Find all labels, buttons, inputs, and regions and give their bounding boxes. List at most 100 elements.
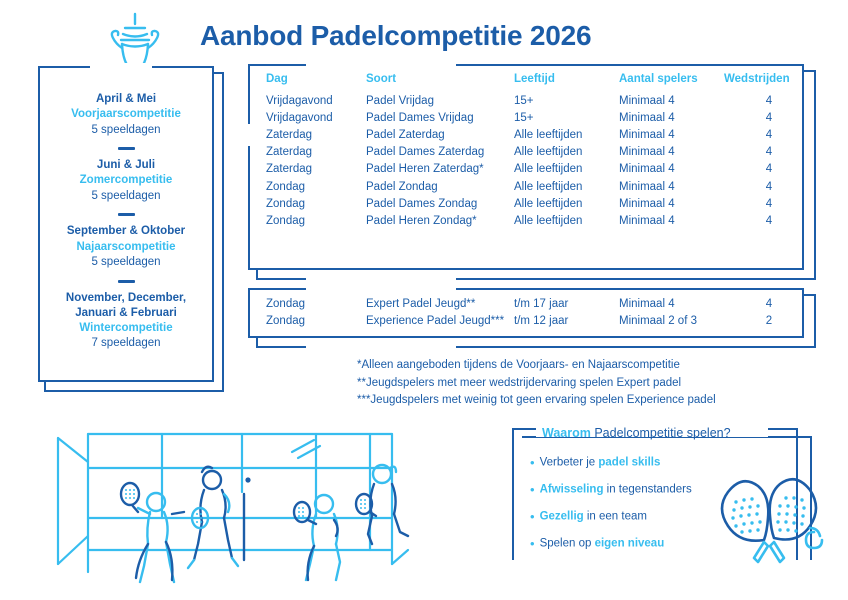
padel-court-illustration xyxy=(52,432,412,592)
bullet-icon: • xyxy=(530,455,535,470)
season-name: Wintercompetitie xyxy=(79,321,173,334)
cell-soort: Padel Dames Zaterdag xyxy=(366,146,485,159)
season-block: November, December, Januari & Februari W… xyxy=(48,291,204,352)
table-row: Vrijdagavond Padel Vrijdag 15+ Minimaal … xyxy=(266,92,814,109)
why-frame-outer xyxy=(522,436,812,560)
cell-spelers: Minimaal 4 xyxy=(619,128,675,141)
table-header-row: Dag Soort Leeftijd Aantal spelers Wedstr… xyxy=(266,73,814,92)
cell-wedstrijden: 4 xyxy=(765,180,773,193)
season-days: 5 speeldagen xyxy=(91,123,161,136)
season-name: Najaarscompetitie xyxy=(76,240,176,253)
table-frame-inner xyxy=(248,64,804,270)
sidebar-top-notch xyxy=(90,63,152,70)
cell-dag: Zondag xyxy=(266,180,306,193)
footnote-2: **Jeugdspelers met meer wedstrijdervarin… xyxy=(357,376,682,389)
cell-spelers: Minimaal 4 xyxy=(619,197,675,210)
column-header-soort: Soort xyxy=(366,73,397,85)
cell-wedstrijden: 4 xyxy=(765,214,773,227)
cell-wedstrijden: 4 xyxy=(765,163,773,176)
cell-soort: Padel Zondag xyxy=(366,180,438,193)
cell-dag: Zondag xyxy=(266,214,306,227)
item-highlight: Gezellig xyxy=(539,510,584,523)
cell-soort: Padel Dames Vrijdag xyxy=(366,111,474,124)
season-days: 5 speeldagen xyxy=(91,256,161,269)
cell-leeftijd: t/m 12 jaar xyxy=(514,314,569,327)
season-divider xyxy=(117,147,135,151)
column-header-dag: Dag xyxy=(266,73,288,85)
cell-spelers: Minimaal 4 xyxy=(619,94,675,107)
cell-wedstrijden: 4 xyxy=(765,94,773,107)
footnotes: *Alleen aangeboden tijdens de Voorjaars-… xyxy=(357,357,797,410)
cell-wedstrijden: 4 xyxy=(765,111,773,124)
cell-dag: Vrijdagavond xyxy=(266,111,333,124)
item-pre: Verbeter je xyxy=(539,456,599,469)
item-post: in tegenstanders xyxy=(603,483,692,496)
competition-table-panel: Dag Soort Leeftijd Aantal spelers Wedstr… xyxy=(245,61,816,283)
youth-frame-inner xyxy=(248,288,804,338)
season-divider xyxy=(117,279,135,283)
table-row: Zondag Padel Heren Zondag* Alle leeftijd… xyxy=(266,212,814,229)
table-body: Vrijdagavond Padel Vrijdag 15+ Minimaal … xyxy=(266,92,814,230)
cell-spelers: Minimaal 4 xyxy=(619,111,675,124)
cell-leeftijd: Alle leeftijden xyxy=(514,146,583,159)
why-play-box: Waarom Padelcompetitie spelen? • Verbeter… xyxy=(512,419,812,560)
cell-soort: Padel Heren Zondag* xyxy=(366,214,477,227)
list-item: •Gezellig in een team xyxy=(530,510,692,523)
cell-dag: Zondag xyxy=(266,297,306,310)
cell-wedstrijden: 4 xyxy=(765,146,773,159)
cell-spelers: Minimaal 4 xyxy=(619,180,675,193)
list-item: • Verbeter je padel skills xyxy=(530,456,692,469)
season-days: 7 speeldagen xyxy=(91,337,161,350)
season-block: Juni & Juli Zomercompetitie 5 speeldagen xyxy=(48,158,204,204)
column-header-aantal-spelers: Aantal spelers xyxy=(619,73,698,85)
youth-table-body: Zondag Expert Padel Jeugd** t/m 17 jaar … xyxy=(266,295,814,329)
table-row: Zaterdag Padel Heren Zaterdag* Alle leef… xyxy=(266,161,814,178)
cell-soort: Padel Dames Zondag xyxy=(366,197,478,210)
page-title: Aanbod Padelcompetitie 2026 xyxy=(200,20,592,51)
sidebar-frame-inner xyxy=(38,66,214,382)
table-row: Zondag Experience Padel Jeugd*** t/m 12 … xyxy=(266,312,814,329)
table-row: Zondag Padel Dames Zondag Alle leeftijde… xyxy=(266,195,814,212)
table-row: Vrijdagavond Padel Dames Vrijdag 15+ Min… xyxy=(266,109,814,126)
cell-spelers: Minimaal 4 xyxy=(619,146,675,159)
cell-wedstrijden: 4 xyxy=(765,297,773,310)
item-highlight: Afwisseling xyxy=(539,483,604,496)
competition-table: Dag Soort Leeftijd Aantal spelers Wedstr… xyxy=(266,73,814,230)
why-title-rest: Padelcompetitie spelen? xyxy=(594,426,731,440)
cell-leeftijd: 15+ xyxy=(514,111,534,124)
season-months: Juni & Juli xyxy=(96,159,156,172)
table-bottom-notch xyxy=(306,276,456,283)
cell-dag: Zaterdag xyxy=(266,128,313,141)
cell-soort: Expert Padel Jeugd** xyxy=(366,297,476,310)
table-left-notch xyxy=(245,124,252,146)
bullet-icon: • xyxy=(530,536,535,552)
item-pre: Spelen op xyxy=(539,537,595,550)
table-row: Zaterdag Padel Dames Zaterdag Alle leeft… xyxy=(266,144,814,161)
youth-table-panel: Zondag Expert Padel Jeugd** t/m 17 jaar … xyxy=(248,285,816,351)
cell-wedstrijden: 2 xyxy=(765,314,773,327)
item-highlight: padel skills xyxy=(598,456,661,469)
table-row: Zondag Expert Padel Jeugd** t/m 17 jaar … xyxy=(266,295,814,312)
cell-soort: Experience Padel Jeugd*** xyxy=(366,314,505,327)
season-months: September & Oktober xyxy=(66,225,186,238)
table-top-notch xyxy=(306,61,456,68)
cell-spelers: Minimaal 2 of 3 xyxy=(619,314,697,327)
season-block: September & Oktober Najaarscompetitie 5 … xyxy=(48,224,204,270)
footnote-1: *Alleen aangeboden tijdens de Voorjaars-… xyxy=(357,359,680,371)
cell-soort: Padel Vrijdag xyxy=(366,94,434,107)
cell-leeftijd: Alle leeftijden xyxy=(514,163,583,176)
cell-dag: Zaterdag xyxy=(266,146,313,159)
why-benefit-list: • Verbeter je padel skills • Afwisseling i… xyxy=(530,456,692,564)
why-title: Waarom Padelcompetitie spelen? xyxy=(542,426,731,440)
cell-leeftijd: Alle leeftijden xyxy=(514,197,583,210)
item-post: in een team xyxy=(583,510,647,523)
youth-table-content: Zondag Expert Padel Jeugd** t/m 17 jaar … xyxy=(248,288,804,338)
season-days: 5 speeldagen xyxy=(91,189,161,202)
cell-leeftijd: t/m 17 jaar xyxy=(514,297,569,310)
cell-wedstrijden: 4 xyxy=(765,197,773,210)
cell-dag: Zondag xyxy=(266,197,306,210)
cell-leeftijd: 15+ xyxy=(514,94,534,107)
cell-spelers: Minimaal 4 xyxy=(619,214,675,227)
why-title-highlight: Waarom xyxy=(542,426,591,440)
